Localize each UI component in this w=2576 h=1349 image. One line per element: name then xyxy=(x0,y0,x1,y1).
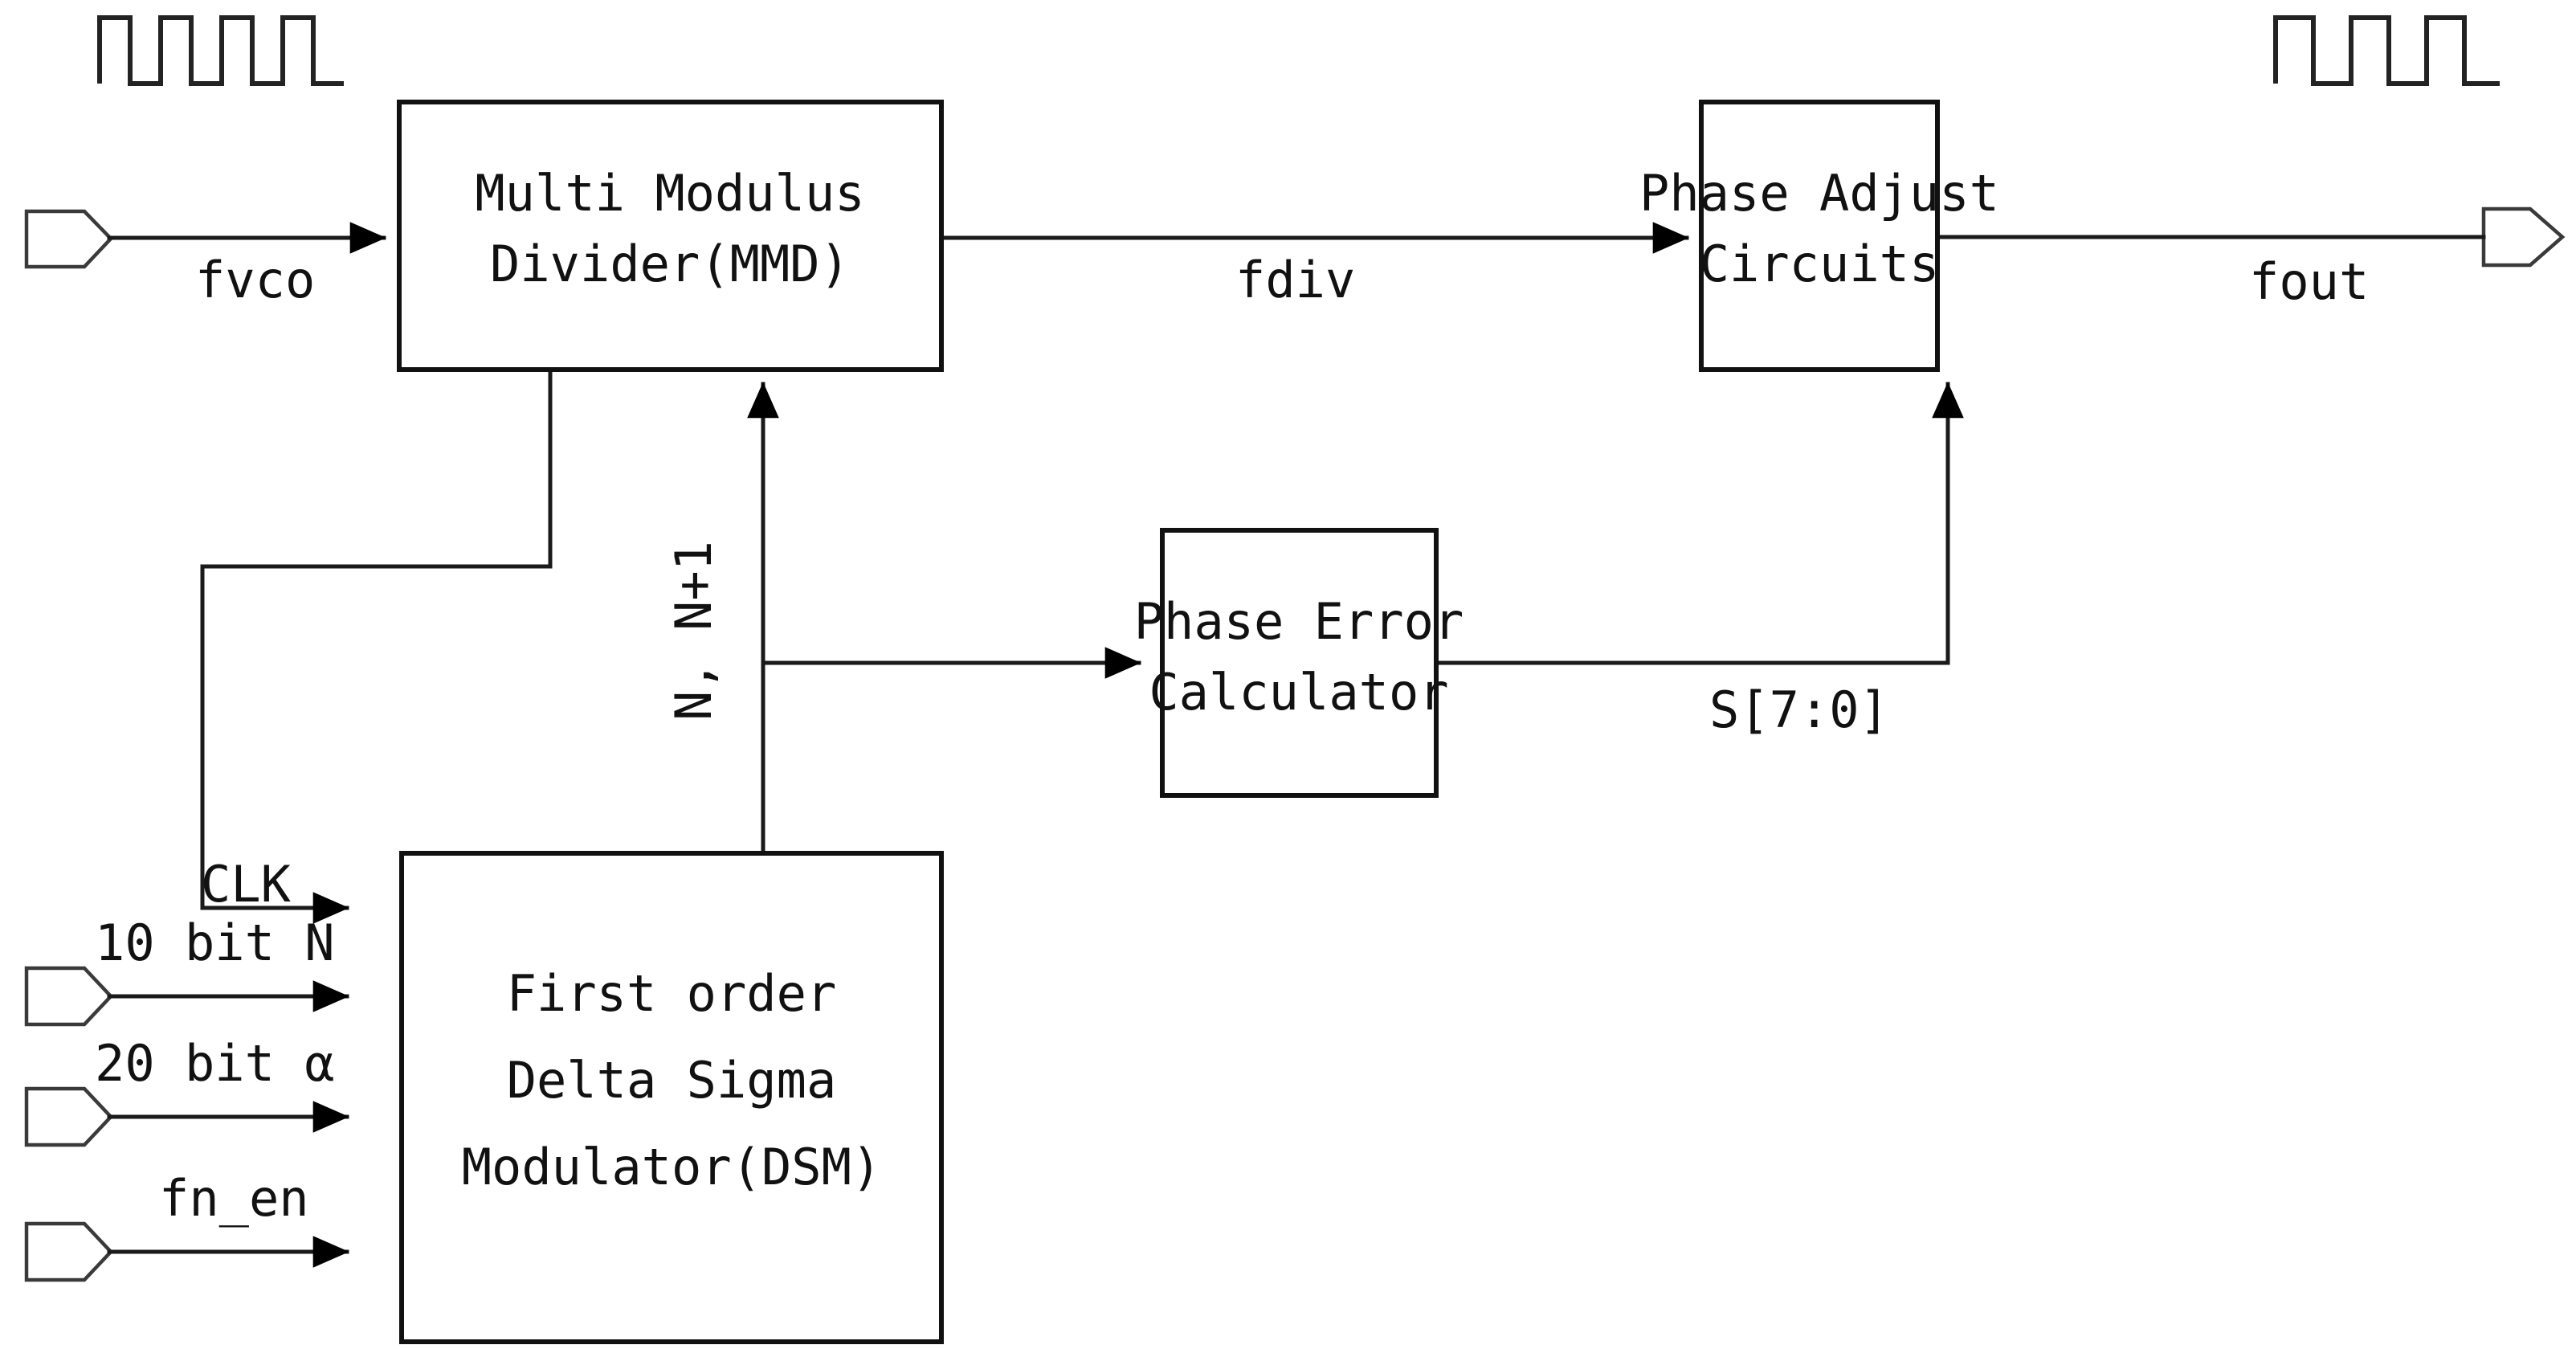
phase-error-label-line1: Phase Error xyxy=(1134,592,1464,651)
signal-label-alpha-input: 20 bit α xyxy=(95,1034,335,1093)
signal-label-clk: CLK xyxy=(201,855,292,914)
dsm-label-line2: Delta Sigma xyxy=(507,1051,837,1110)
port-fn-en-input[interactable] xyxy=(24,1221,114,1282)
port-fvco-input[interactable] xyxy=(24,209,114,269)
signal-label-fout: fout xyxy=(2249,252,2369,311)
wire-clk-feedback-mmd-to-dsm xyxy=(200,367,553,924)
phase-adjust-label-line1: Phase Adjust xyxy=(1639,164,1999,223)
signal-label-n-np1: N, N+1 xyxy=(664,541,723,721)
dsm-label-line3: Modulator(DSM) xyxy=(462,1138,882,1196)
block-phase-adjust-circuits[interactable] xyxy=(1699,100,1940,372)
port-n-input[interactable] xyxy=(24,966,114,1027)
signal-label-n-input: 10 bit N xyxy=(95,914,335,972)
phase-adjust-label-line2: Circuits xyxy=(1700,235,1940,293)
dsm-label-line1: First order xyxy=(507,964,837,1023)
port-alpha-input[interactable] xyxy=(24,1086,114,1147)
mmd-label-line1: Multi Modulus xyxy=(475,164,864,223)
signal-label-fn-en: fn_en xyxy=(159,1169,309,1228)
signal-label-fdiv: fdiv xyxy=(1235,251,1355,309)
block-first-order-dsm[interactable] xyxy=(399,851,944,1344)
block-multi-modulus-divider[interactable] xyxy=(397,100,944,372)
block-phase-error-calculator[interactable] xyxy=(1160,528,1439,798)
signal-label-s-bus: S[7:0] xyxy=(1709,681,1889,739)
signal-label-fvco: fvco xyxy=(195,251,315,309)
fout-waveform-icon xyxy=(2273,15,2500,86)
port-fout-output[interactable] xyxy=(2481,206,2566,268)
fvco-waveform-icon xyxy=(97,15,344,86)
mmd-label-line2: Divider(MMD) xyxy=(490,235,850,293)
phase-error-label-line2: Calculator xyxy=(1149,663,1448,722)
wire-s-bus-to-phase-adjust xyxy=(1434,382,1964,665)
